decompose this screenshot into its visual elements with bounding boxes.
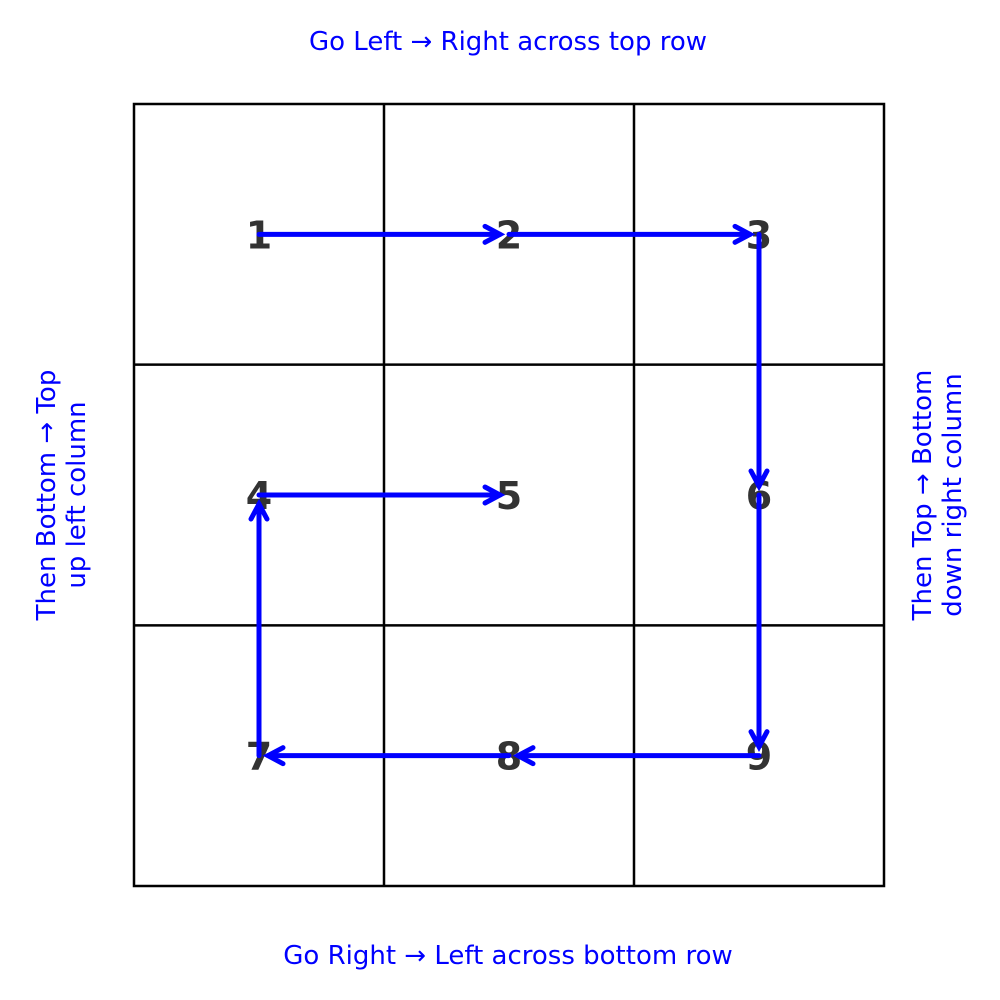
bottom-caption: Go Right → Left across bottom row	[283, 941, 733, 971]
arrow-6-to-9	[748, 492, 770, 752]
arrow-4-to-5	[256, 484, 506, 506]
grid-border	[132, 102, 886, 888]
arrow-9-to-8	[512, 745, 762, 767]
arrow-8-to-7	[262, 745, 512, 767]
arrow-2-to-3	[506, 223, 756, 245]
arrow-1-to-2	[256, 223, 506, 245]
arrow-7-to-4	[248, 498, 270, 759]
top-caption: Go Left → Right across top row	[308, 27, 708, 57]
path-arrows	[248, 223, 770, 767]
arrow-3-to-6	[748, 231, 770, 492]
